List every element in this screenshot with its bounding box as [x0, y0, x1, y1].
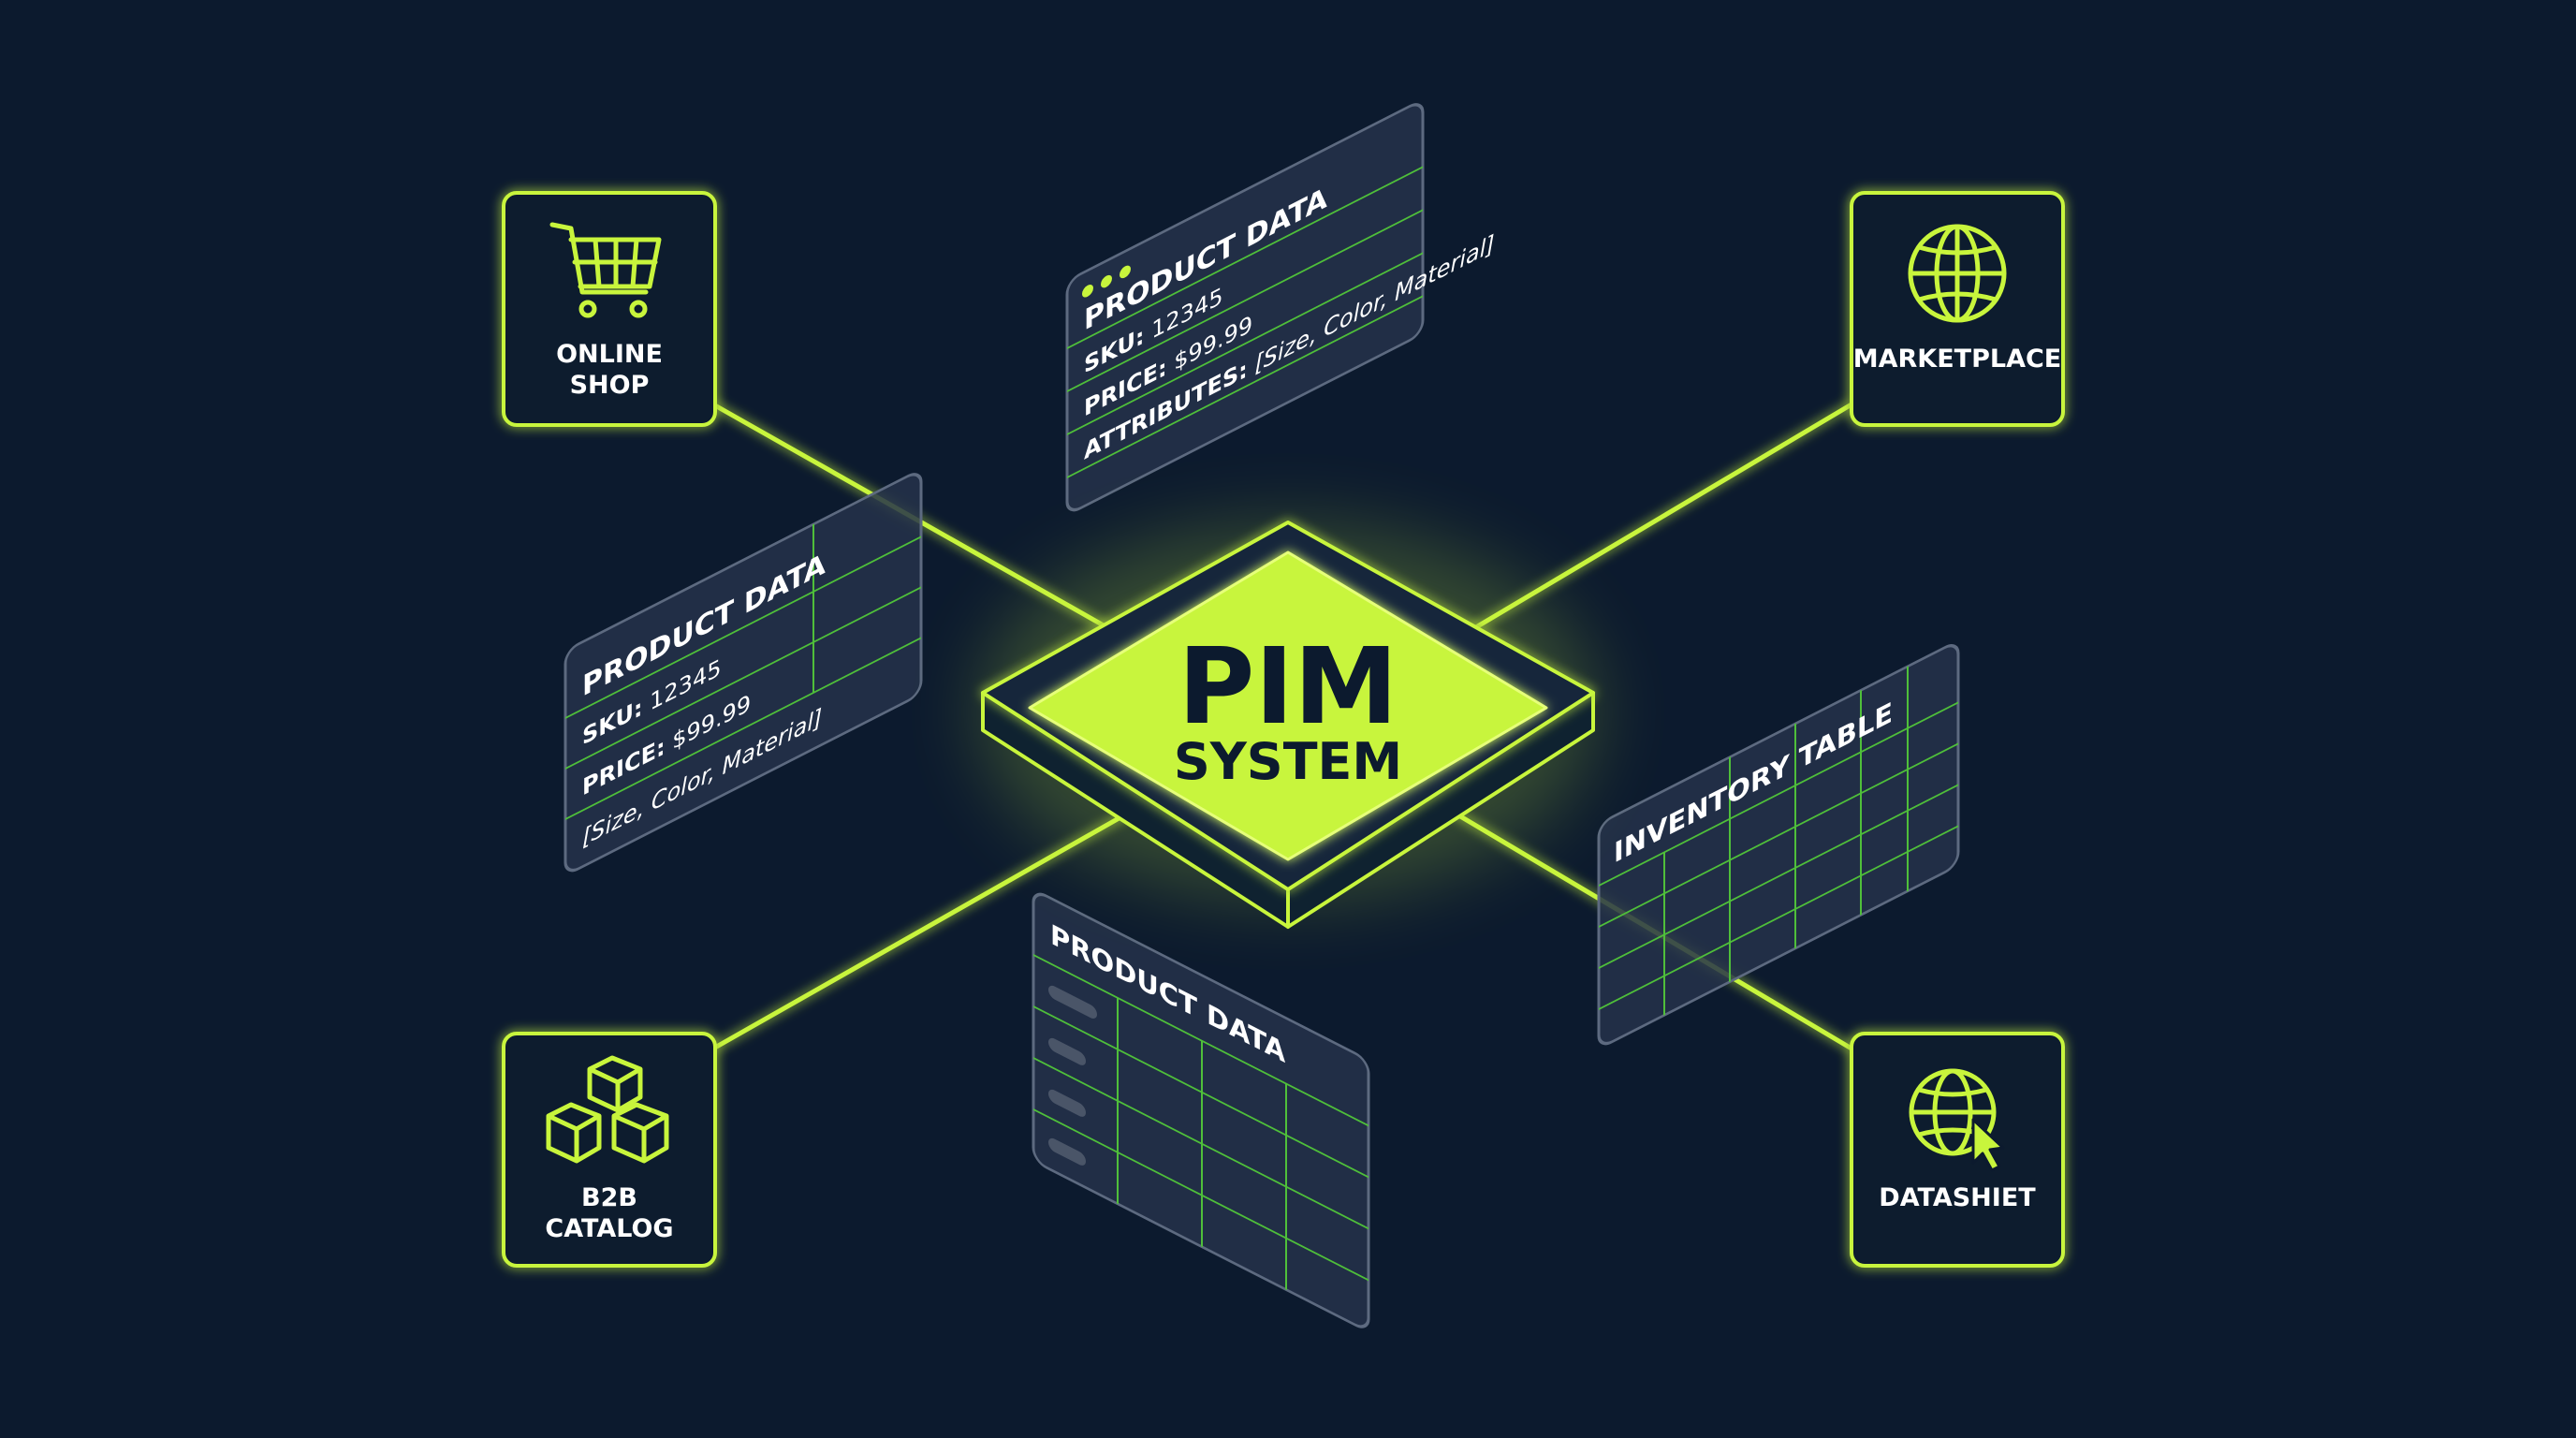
window-dot-icon — [1120, 265, 1131, 279]
inventory-table-card: INVENTORY TABLE — [1597, 644, 1960, 1046]
node-marketplace[interactable]: MARKETPLACE — [1850, 191, 2065, 427]
node-label: B2B — [581, 1183, 637, 1212]
hub-title: PIM — [1178, 626, 1398, 748]
window-dot-icon — [1101, 274, 1112, 288]
node-label: CATALOG — [545, 1214, 673, 1243]
node-label: DATASHIET — [1879, 1183, 2036, 1212]
node-online-shop[interactable]: ONLINE SHOP — [502, 191, 717, 427]
connector-b2b-catalog — [710, 802, 1145, 1051]
product-data-card-left: PRODUCT DATA SKU: 12345 PRICE: $99.99 [S… — [564, 473, 923, 873]
node-datasheet[interactable]: DATASHIET — [1850, 1032, 2065, 1268]
product-data-card-bottom: PRODUCT DATA — [1032, 892, 1370, 1328]
boxes-icon — [546, 1055, 669, 1164]
hub-subtitle: SYSTEM — [1174, 732, 1402, 791]
node-label: ONLINE — [556, 340, 663, 369]
shopping-cart-icon — [549, 222, 662, 318]
node-b2b-catalog[interactable]: B2B CATALOG — [502, 1032, 717, 1268]
node-label: SHOP — [570, 371, 650, 400]
pim-system-hub: PIM SYSTEM — [979, 521, 1597, 929]
globe-icon — [1908, 224, 2007, 323]
globe-cursor-icon — [1909, 1068, 2005, 1172]
product-data-card-top: PRODUCT DATA SKU: 12345 PRICE: $99.99 AT… — [1065, 103, 1495, 512]
window-dot-icon — [1082, 285, 1093, 298]
node-label: MARKETPLACE — [1853, 345, 2062, 374]
